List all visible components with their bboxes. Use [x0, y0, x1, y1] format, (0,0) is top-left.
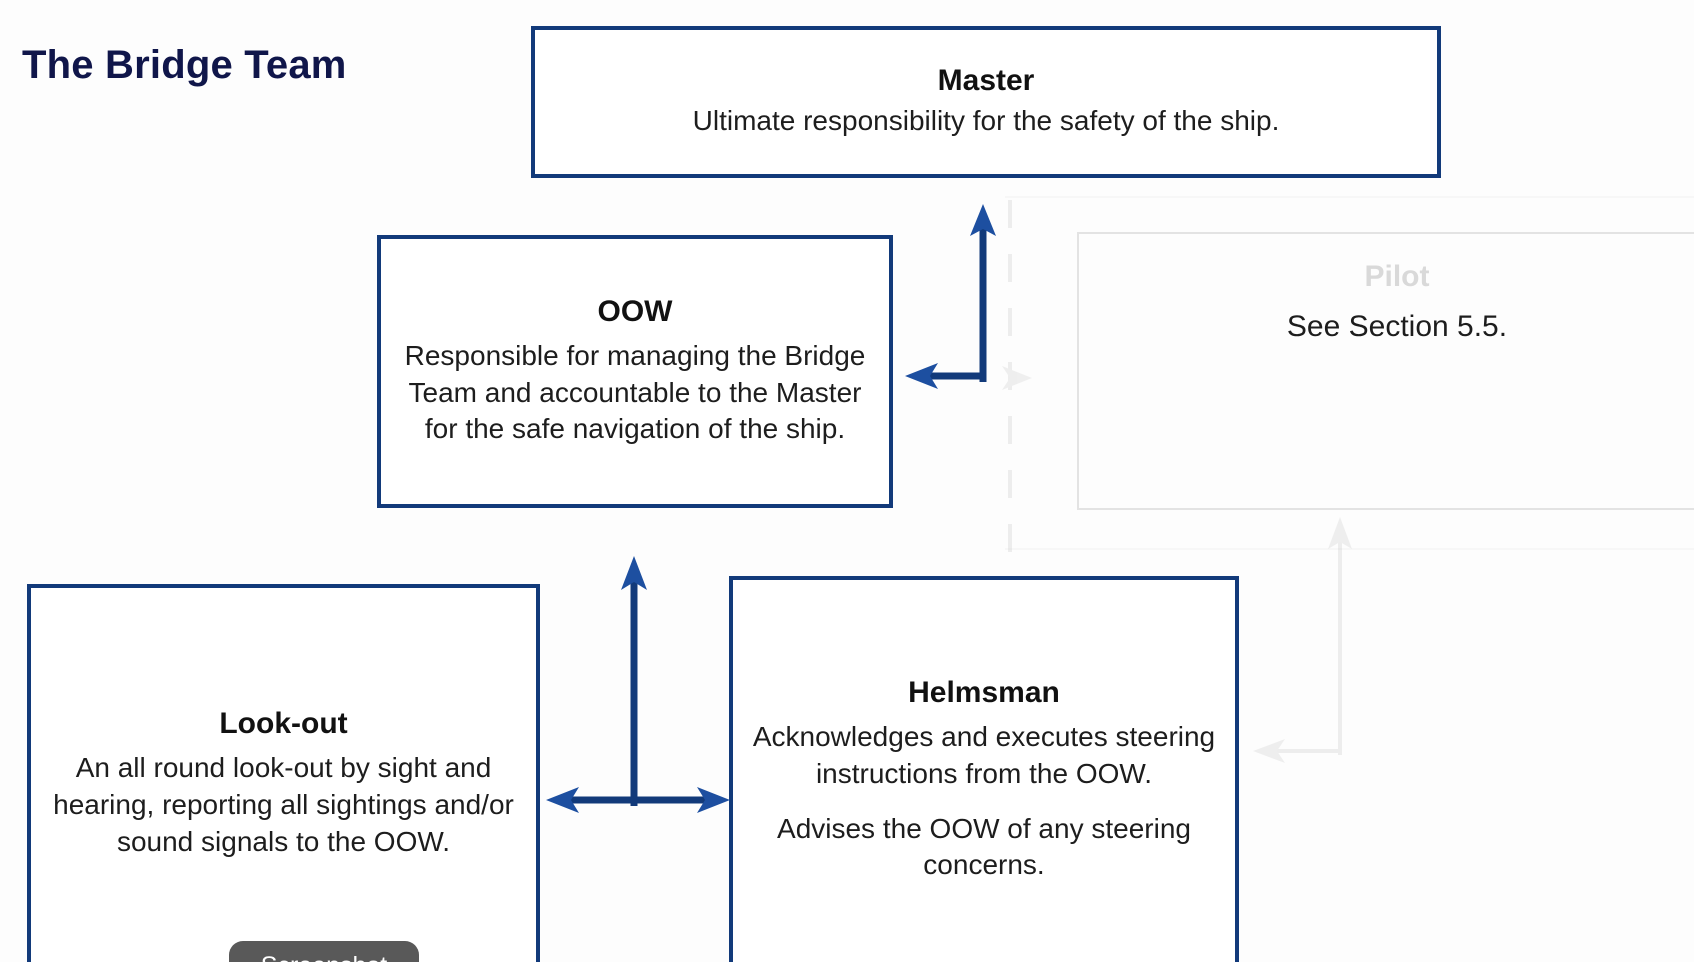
node-helmsman-body-2: Advises the OOW of any steering concerns…	[777, 812, 1191, 881]
node-oow-title: OOW	[597, 294, 673, 328]
node-helmsman-body-1: Acknowledges and executes steering instr…	[752, 720, 1216, 789]
node-pilot-body: See Section 5.5.	[1286, 310, 1508, 343]
screenshot-badge[interactable]: Screenshot	[229, 941, 419, 962]
ghost-arrow-head-right	[1002, 366, 1032, 390]
node-master[interactable]: Master Ultimate responsibility for the s…	[531, 26, 1441, 178]
ghost-arrow-head-left-to-helmsman	[1253, 739, 1285, 763]
arrow-head-left-to-oow	[905, 363, 938, 389]
arrow-head-left-to-lookout	[546, 787, 579, 813]
node-pilot-title: Pilot	[1364, 260, 1430, 293]
connector-ghost-to-pilot	[1002, 200, 1032, 560]
node-oow[interactable]: OOW Responsible for managing the Bridge …	[377, 235, 893, 508]
node-master-title: Master	[937, 64, 1035, 98]
arrow-head-up-to-oow	[621, 556, 647, 590]
node-helmsman-title: Helmsman	[908, 675, 1060, 709]
arrow-head-up-to-master	[970, 204, 996, 236]
node-lookout-body: An all round look-out by sight and heari…	[53, 752, 514, 857]
page-title: The Bridge Team	[22, 42, 347, 87]
node-lookout-title: Look-out	[219, 707, 348, 741]
node-lookout[interactable]: Look-out An all round look-out by sight …	[27, 584, 540, 962]
node-oow-body: Responsible for managing the Bridge Team…	[404, 339, 866, 445]
connector-team-to-oow	[546, 556, 730, 813]
connector-ghost-pilot-to-helmsman	[1253, 517, 1352, 763]
arrow-head-right-to-helmsman	[697, 787, 730, 813]
connector-oow-to-master	[905, 204, 996, 389]
page-bleed-through	[1005, 548, 1694, 550]
node-pilot[interactable]: Pilot See Section 5.5.	[1077, 232, 1694, 510]
page-bleed-through	[1005, 196, 1694, 198]
node-master-body: Ultimate responsibility for the safety o…	[692, 105, 1280, 137]
ghost-arrow-head-up-to-pilot	[1328, 517, 1352, 549]
node-helmsman[interactable]: Helmsman Acknowledges and executes steer…	[729, 576, 1239, 962]
screenshot-badge-label: Screenshot	[261, 952, 387, 962]
